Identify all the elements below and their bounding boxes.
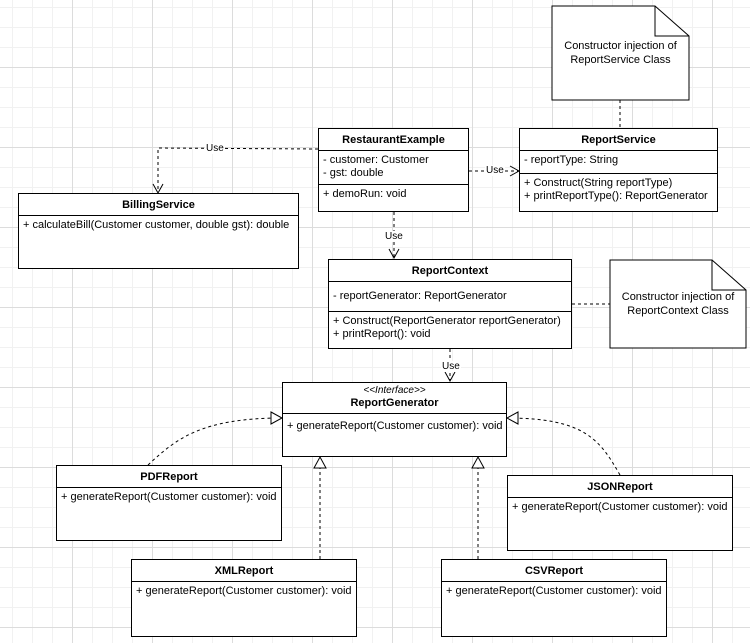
class-attributes: - reportType: String — [520, 151, 717, 174]
use-label-billing: Use — [205, 143, 225, 154]
edge-use-billing — [152, 147, 319, 195]
class-methods: + Construct(String reportType) + printRe… — [520, 174, 717, 207]
method: + generateReport(Customer customer): voi… — [61, 491, 277, 503]
method: + Construct(String reportType) — [524, 177, 673, 189]
class-methods: + generateReport(Customer customer): voi… — [442, 582, 666, 602]
method: + generateReport(Customer customer): voi… — [512, 501, 728, 513]
interface-report-generator[interactable]: <<Interface>> ReportGenerator + generate… — [282, 382, 507, 457]
interface-stereotype: <<Interface>> — [363, 385, 426, 396]
class-methods: + calculateBill(Customer customer, doubl… — [19, 216, 298, 236]
note-report-service[interactable]: Constructor injection of ReportService C… — [552, 6, 689, 100]
method: + demoRun: void — [323, 188, 407, 200]
method: + calculateBill(Customer customer, doubl… — [23, 219, 290, 231]
edge-realize-pdf — [147, 411, 284, 466]
class-name: CSVReport — [442, 560, 666, 582]
class-methods: + generateReport(Customer customer): voi… — [57, 488, 281, 508]
note-text: Constructor injection of ReportService C… — [564, 40, 677, 66]
method: + Construct(ReportGenerator reportGenera… — [333, 315, 561, 327]
class-report-service[interactable]: ReportService - reportType: String + Con… — [519, 128, 718, 212]
class-name: PDFReport — [57, 466, 281, 488]
method: + printReportType(): ReportGenerator — [524, 190, 708, 202]
class-attributes: - customer: Customer - gst: double — [319, 151, 468, 185]
use-label-report-context: Use — [384, 231, 404, 242]
class-xml-report[interactable]: XMLReport + generateReport(Customer cust… — [131, 559, 357, 637]
class-methods: + generateReport(Customer customer): voi… — [132, 582, 356, 602]
edge-realize-json — [505, 411, 621, 476]
class-methods: + generateReport(Customer customer): voi… — [283, 414, 506, 437]
class-name: <<Interface>> ReportGenerator — [283, 383, 506, 414]
class-name: ReportContext — [329, 260, 571, 282]
class-name: ReportService — [520, 129, 717, 151]
class-csv-report[interactable]: CSVReport + generateReport(Customer cust… — [441, 559, 667, 637]
method: + generateReport(Customer customer): voi… — [446, 585, 662, 597]
note-text: Constructor injection of ReportContext C… — [621, 291, 735, 317]
class-name: BillingService — [19, 194, 298, 216]
use-label-report-generator: Use — [441, 361, 461, 372]
use-label-report-service: Use — [485, 165, 505, 176]
attribute: - reportType: String — [524, 154, 619, 166]
method: + generateReport(Customer customer): voi… — [136, 585, 352, 597]
note-fold-report-service — [654, 6, 689, 37]
class-restaurant-example[interactable]: RestaurantExample - customer: Customer -… — [318, 128, 469, 212]
note-fold-report-context — [711, 260, 746, 291]
class-pdf-report[interactable]: PDFReport + generateReport(Customer cust… — [56, 465, 282, 541]
class-name: XMLReport — [132, 560, 356, 582]
method: + generateReport(Customer customer): voi… — [287, 420, 503, 432]
class-methods: + demoRun: void — [319, 185, 468, 205]
interface-name: ReportGenerator — [350, 397, 439, 409]
class-name: RestaurantExample — [319, 129, 468, 151]
method: + printReport(): void — [333, 328, 431, 340]
class-attributes: - reportGenerator: ReportGenerator — [329, 282, 571, 312]
attribute: - reportGenerator: ReportGenerator — [333, 290, 507, 302]
attribute: - gst: double — [323, 167, 384, 179]
class-json-report[interactable]: JSONReport + generateReport(Customer cus… — [507, 475, 733, 551]
class-methods: + Construct(ReportGenerator reportGenera… — [329, 312, 571, 345]
class-name: JSONReport — [508, 476, 732, 498]
class-billing-service[interactable]: BillingService + calculateBill(Customer … — [18, 193, 299, 269]
class-report-context[interactable]: ReportContext - reportGenerator: ReportG… — [328, 259, 572, 349]
attribute: - customer: Customer — [323, 154, 429, 166]
note-report-context[interactable]: Constructor injection of ReportContext C… — [610, 260, 746, 348]
class-methods: + generateReport(Customer customer): voi… — [508, 498, 732, 518]
